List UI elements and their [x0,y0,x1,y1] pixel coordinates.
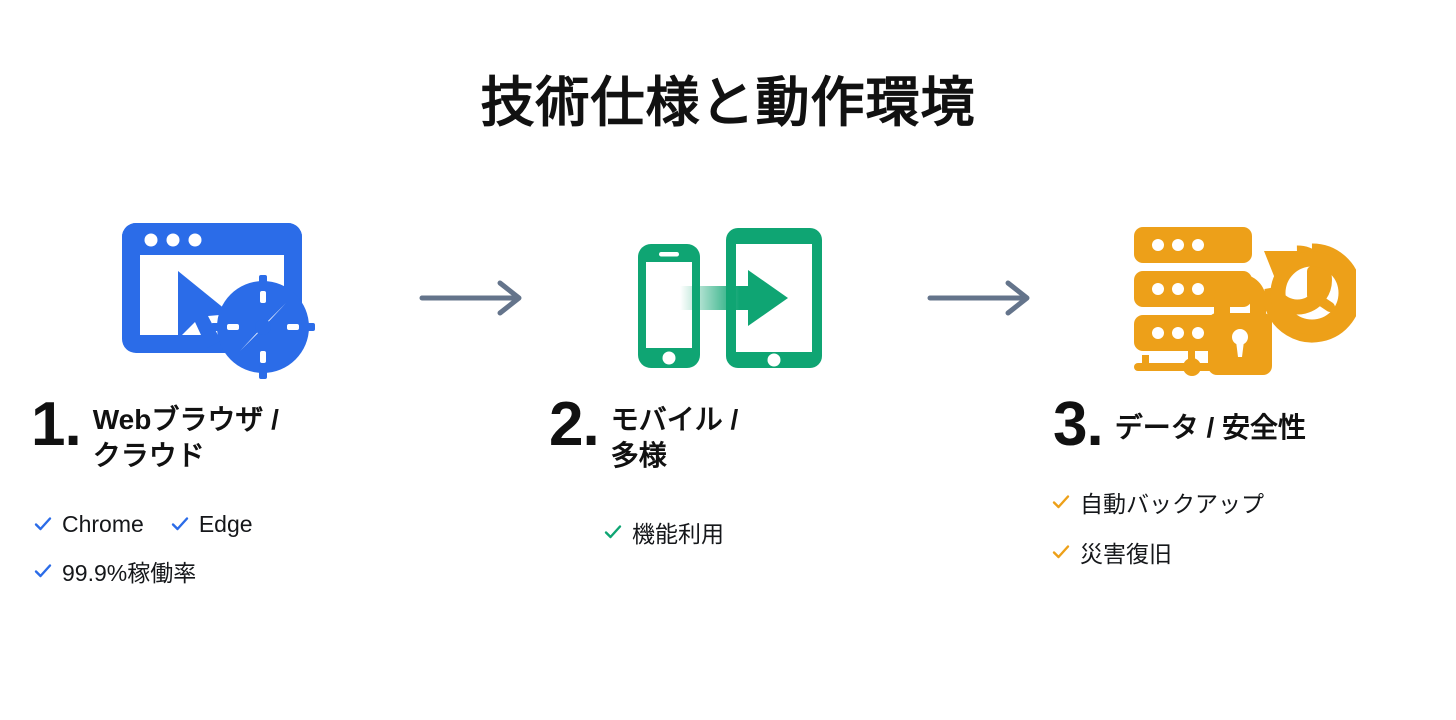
step-column-3: 3. データ / 安全性 自動バックアップ [1041,205,1431,585]
bullet-row: Chrome Edge [33,511,415,538]
phone-tablet-transfer-icon [628,205,828,390]
server-lock-restore-icon [1116,205,1356,390]
check-icon [604,525,622,538]
step-column-2: 2. モバイル /多様 機能利用 [533,205,923,565]
step-3-label: データ / 安全性 [1114,412,1307,443]
step-1-label: Webブラウザ /クラウド [92,404,279,472]
bullet-row: 災害復旧 [1051,535,1431,569]
check-icon [1052,495,1070,509]
page-title: 技術仕様と動作環境 [480,73,976,133]
step-column-1: 1. Webブラウザ /クラウド Chrome Edge [25,205,415,604]
step-2-bullets: 機能利用 [533,515,923,565]
arrow-1-to-2-icon [415,205,533,390]
step-2-label: モバイル /多様 [610,404,739,472]
list-item: 機能利用 [603,515,724,549]
list-item-label: 99.9%稼働率 [62,559,197,586]
list-item-label: 災害復旧 [1080,540,1172,567]
bullet-row: 自動バックアップ [1051,485,1431,519]
check-icon [34,517,52,531]
list-item-label: 機能利用 [632,520,724,547]
step-1-heading: 1. Webブラウザ /クラウド [25,390,415,475]
list-item: 災害復旧 [1051,535,1172,569]
step-1-number: 1. [31,390,82,459]
check-icon [171,517,189,531]
list-item-label: 自動バックアップ [1080,490,1264,517]
check-icon [34,564,52,577]
step-1-bullets: Chrome Edge 99.9%稼働率 [25,511,415,604]
bullet-row: 機能利用 [603,515,923,549]
list-item: 99.9%稼働率 [33,554,196,588]
step-3-heading: 3. データ / 安全性 [1041,390,1431,459]
step-2-number: 2. [549,390,600,459]
step-3-bullets: 自動バックアップ 災害復旧 [1041,485,1431,585]
list-item: Edge [170,511,253,538]
arrow-2-to-3-icon [923,205,1041,390]
step-3-number: 3. [1053,390,1104,459]
browser-compass-icon [118,205,323,390]
list-item-label: Chrome [62,510,144,537]
list-item: Chrome [33,511,144,538]
check-icon [1052,545,1070,559]
list-item: 自動バックアップ [1051,485,1264,519]
steps-container: 1. Webブラウザ /クラウド Chrome Edge [0,205,1456,604]
list-item-label: Edge [198,510,253,537]
step-2-heading: 2. モバイル /多様 [533,390,923,475]
bullet-row: 99.9%稼働率 [33,554,415,588]
